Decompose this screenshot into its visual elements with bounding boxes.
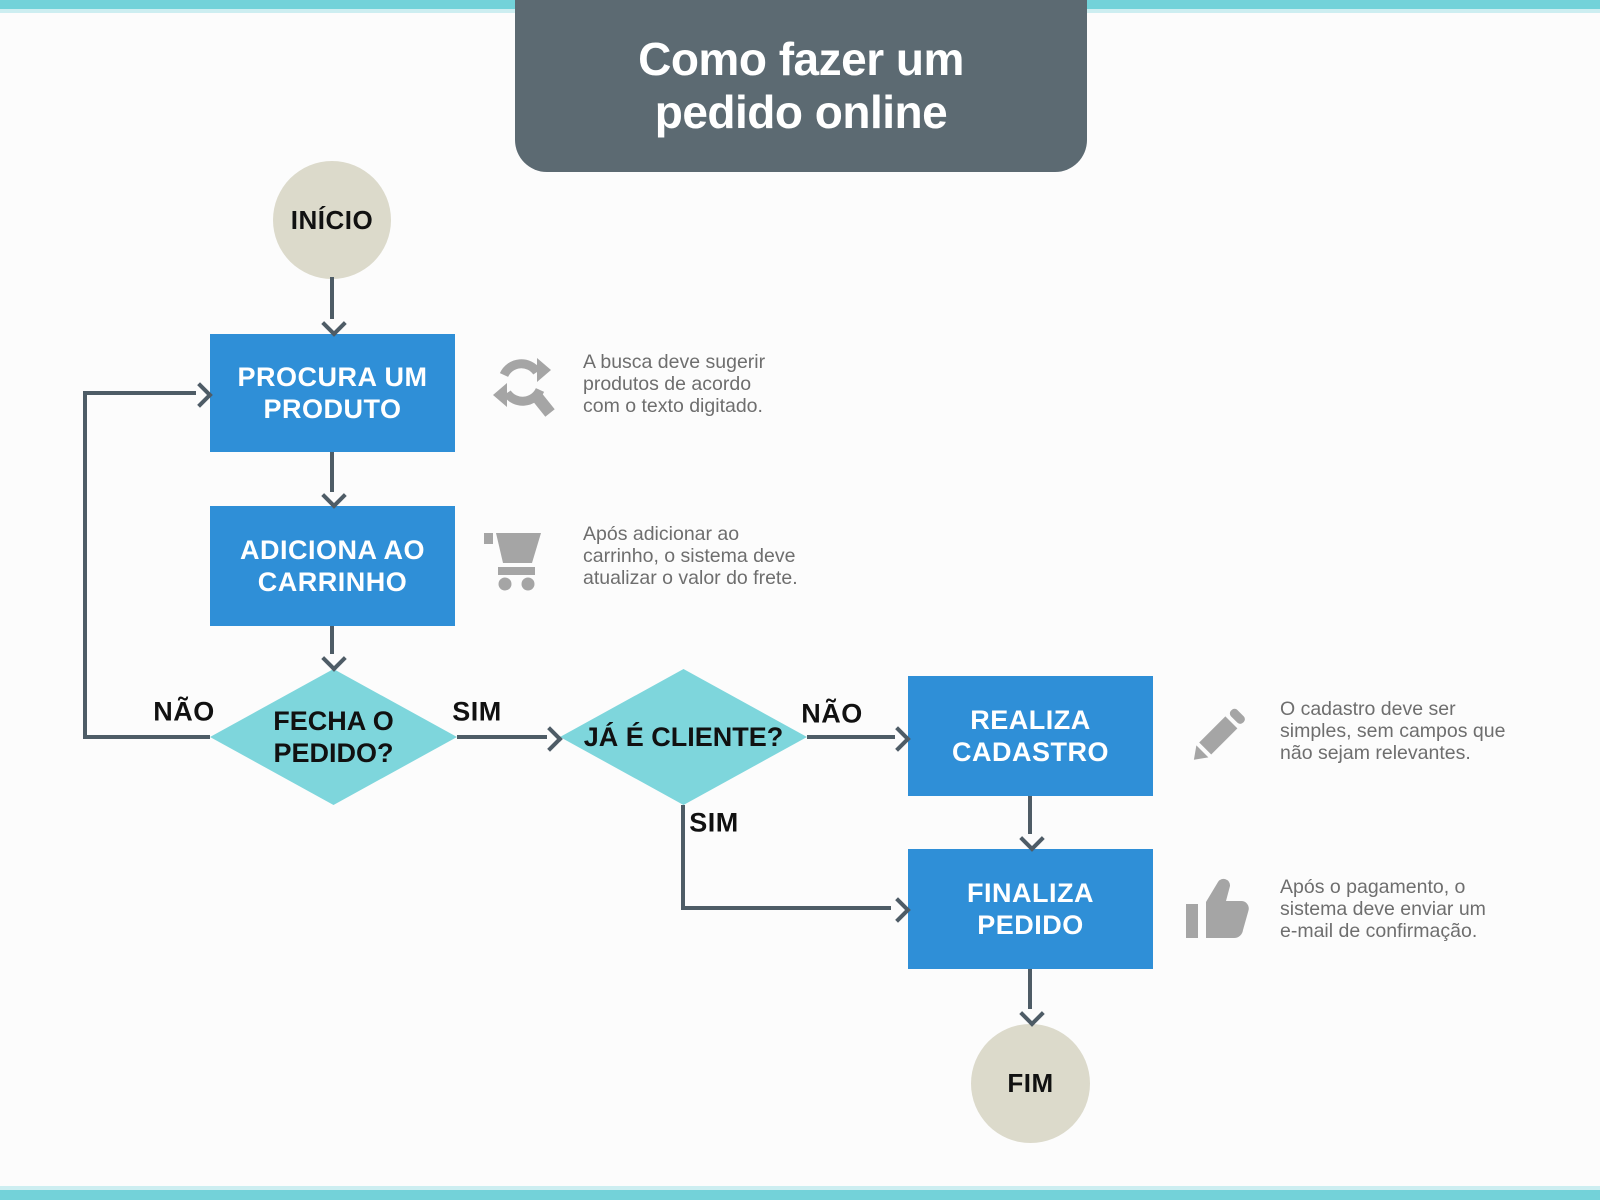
arrowhead-right-icon	[885, 897, 911, 923]
process-label-line: CADASTRO	[952, 737, 1109, 767]
edge-label-nao: NÃO	[801, 698, 863, 729]
arrowhead-down-icon	[321, 483, 347, 509]
process-label-line: ADICIONA AO	[240, 535, 425, 565]
note-line: A busca deve sugerir	[583, 351, 766, 373]
edge-fecha-nao-horizontal	[85, 735, 210, 739]
note-line: Após adicionar ao	[583, 523, 740, 545]
arrowhead-down-icon	[321, 311, 347, 337]
cart-icon	[482, 521, 546, 591]
note-line: não sejam relevantes.	[1280, 742, 1471, 764]
note-cart: Após adicionar ao carrinho, o sistema de…	[583, 523, 798, 589]
process-label-line: CARRINHO	[257, 567, 408, 597]
edge-realiza-to-finaliza	[1028, 796, 1032, 834]
start-node: INÍCIO	[273, 161, 391, 279]
process-label-line: PRODUTO	[263, 394, 402, 424]
end-node: FIM	[971, 1024, 1090, 1143]
thumbs-up-icon	[1184, 874, 1254, 940]
process-label-line: FINALIZA	[967, 878, 1094, 908]
process-finaliza-pedido: FINALIZA PEDIDO	[908, 849, 1153, 969]
note-line: Após o pagamento, o	[1280, 876, 1466, 898]
note-line: carrinho, o sistema deve	[583, 545, 796, 567]
edge-label-nao: NÃO	[153, 696, 215, 727]
edge-label-sim: SIM	[689, 807, 739, 838]
edge-start-to-procura	[330, 277, 334, 319]
decision-label-line: JÁ É CLIENTE?	[583, 722, 784, 752]
page-title-line2: pedido online	[654, 86, 948, 138]
edge-fecha-nao-return	[83, 391, 196, 395]
pencil-icon	[1186, 698, 1252, 770]
edge-cliente-sim-vertical	[681, 805, 685, 910]
process-label-line: REALIZA	[970, 705, 1091, 735]
edge-fecha-nao-vertical	[83, 391, 87, 739]
note-line: atualizar o valor do frete.	[583, 567, 798, 589]
arrowhead-right-icon	[187, 382, 213, 408]
edge-cliente-sim-horizontal	[681, 906, 891, 910]
note-confirmacao: Após o pagamento, o sistema deve enviar …	[1280, 876, 1486, 942]
decision-ja-e-cliente: JÁ É CLIENTE?	[560, 669, 807, 805]
decision-label-line: PEDIDO?	[273, 738, 394, 768]
note-line: e-mail de confirmação.	[1280, 920, 1478, 942]
page-title-line1: Como fazer um	[638, 33, 964, 85]
note-line: produtos de acordo	[583, 373, 752, 395]
arrowhead-down-icon	[1019, 826, 1045, 852]
process-label-line: PEDIDO	[977, 910, 1084, 940]
process-adiciona-ao-carrinho: ADICIONA AO CARRINHO	[210, 506, 455, 626]
arrowhead-right-icon	[885, 726, 911, 752]
note-line: O cadastro deve ser	[1280, 698, 1456, 720]
process-label-line: PROCURA UM	[237, 362, 428, 392]
title-plate: Como fazer um pedido online	[515, 0, 1087, 172]
process-procura-um-produto: PROCURA UM PRODUTO	[210, 334, 455, 452]
end-node-label: FIM	[1007, 1068, 1054, 1098]
decision-label-line: FECHA O	[273, 706, 394, 736]
decision-fecha-o-pedido: FECHA O PEDIDO?	[210, 669, 457, 805]
bottom-accent-bar	[0, 1186, 1600, 1200]
edge-label-sim: SIM	[452, 696, 502, 727]
edge-adiciona-to-fecha	[330, 626, 334, 654]
edge-finaliza-to-fim	[1028, 969, 1032, 1009]
start-node-label: INÍCIO	[290, 204, 374, 235]
note-line: sistema deve enviar um	[1280, 898, 1486, 920]
note-line: com o texto digitado.	[583, 395, 763, 417]
note-cadastro: O cadastro deve ser simples, sem campos …	[1280, 698, 1505, 764]
arrowhead-right-icon	[537, 726, 563, 752]
process-realiza-cadastro: REALIZA CADASTRO	[908, 676, 1153, 796]
edge-procura-to-adiciona	[330, 452, 334, 492]
search-refresh-icon	[490, 351, 556, 423]
edge-cliente-nao-to-realiza	[807, 735, 895, 739]
note-line: simples, sem campos que	[1280, 720, 1506, 742]
edge-fecha-sim-to-cliente	[457, 735, 547, 739]
note-search: A busca deve sugerir produtos de acordo …	[583, 351, 765, 417]
arrowhead-down-icon	[1019, 1001, 1045, 1027]
arrowhead-down-icon	[321, 646, 347, 672]
